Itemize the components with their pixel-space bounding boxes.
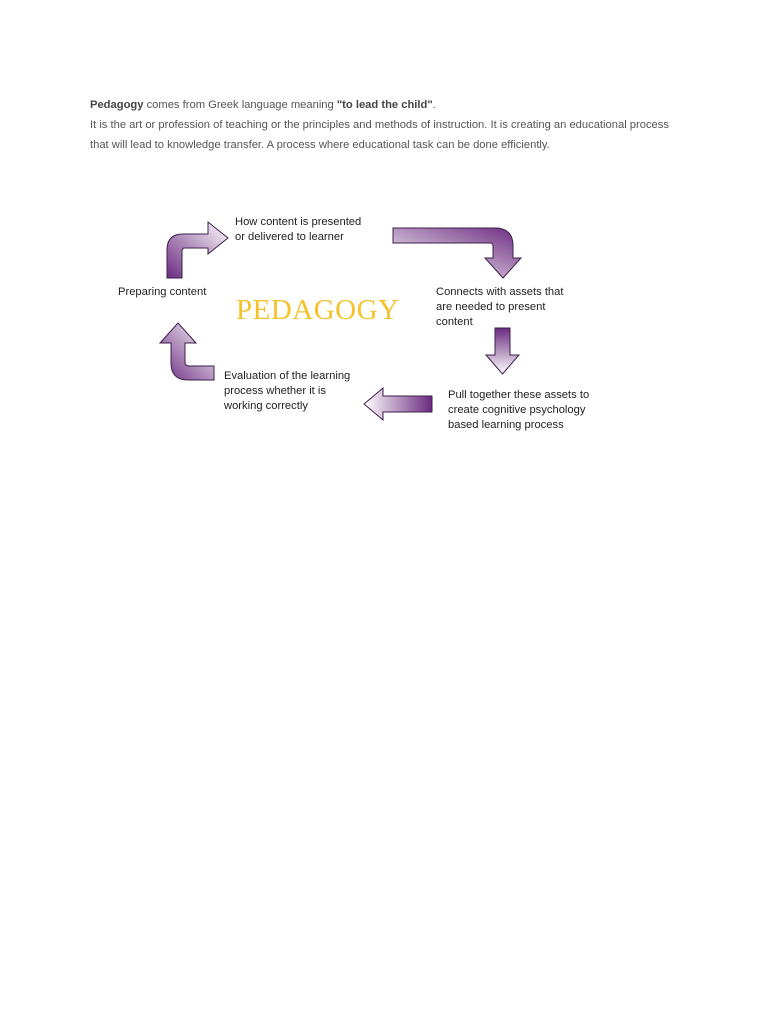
step-delivery: How content is presented or delivered to… xyxy=(235,215,361,245)
step-preparing: Preparing content xyxy=(118,285,206,300)
arrow-right-down xyxy=(484,327,521,375)
step-connect-assets-line1: Connects with assets that xyxy=(436,286,564,298)
step-pull-together-line3: based learning process xyxy=(448,419,564,431)
step-delivery-line1: How content is presented xyxy=(235,216,362,228)
intro-term: Pedagogy xyxy=(90,99,144,111)
diagram-center-title: PEDAGOGY xyxy=(236,294,400,326)
step-evaluation-line1: Evaluation of the learning xyxy=(224,370,351,382)
step-pull-together-line1: Pull together these assets to xyxy=(448,389,590,401)
step-evaluation-line3: working correctly xyxy=(224,400,308,412)
intro-origin-line: Pedagogy comes from Greek language meani… xyxy=(90,95,690,115)
intro-meaning: "to lead the child" xyxy=(336,99,433,111)
arrow-bottom-left xyxy=(363,386,433,422)
step-connect-assets-line2: are needed to present xyxy=(436,301,546,313)
arrow-bottom-left-bent xyxy=(158,322,215,381)
step-evaluation-line2: process whether it is xyxy=(224,385,326,397)
step-pull-together: Pull together these assets to create cog… xyxy=(448,388,589,433)
step-pull-together-line2: create cognitive psychology xyxy=(448,404,586,416)
arrow-top-right-bent xyxy=(392,227,523,279)
step-connect-assets: Connects with assets that are needed to … xyxy=(436,285,563,330)
intro-definition: It is the art or profession of teaching … xyxy=(90,119,669,151)
step-evaluation: Evaluation of the learning process wheth… xyxy=(224,369,350,414)
intro-origin-end: . xyxy=(432,99,436,111)
arrow-top-left-bent xyxy=(166,220,229,279)
intro-origin-text: comes from Greek language meaning xyxy=(143,99,337,111)
step-delivery-line2: or delivered to learner xyxy=(235,231,344,243)
intro-text: Pedagogy comes from Greek language meani… xyxy=(90,95,690,155)
step-connect-assets-line3: content xyxy=(436,316,473,328)
step-preparing-line1: Preparing content xyxy=(118,286,207,298)
